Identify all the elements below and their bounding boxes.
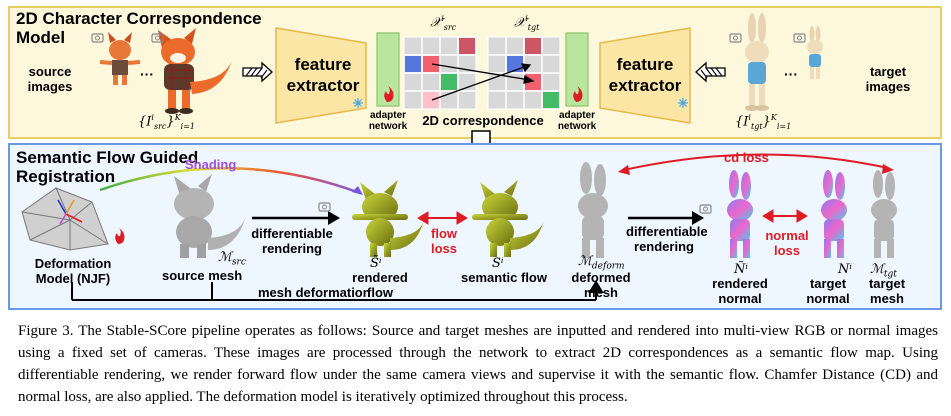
target-rabbit-large — [745, 13, 769, 111]
s-i-label: Sⁱ — [492, 256, 504, 271]
camera-icon — [729, 33, 742, 43]
adapter-network-left — [376, 32, 400, 107]
target-rabbit-small — [807, 26, 823, 79]
axis-gizmo — [57, 199, 83, 225]
camera-icon — [151, 33, 164, 43]
rendered-flow-label: rendered flow — [352, 270, 408, 300]
camera-icon — [91, 33, 104, 43]
camera-icon — [699, 204, 712, 214]
feature-extractor-right — [599, 27, 691, 124]
source-set-label: {Iisrc}Ki=1 — [138, 113, 196, 131]
source-mesh-label: source mesh — [162, 268, 243, 283]
x-tgt-label: 𝒳itgt — [514, 14, 540, 32]
semantic-flow-figure — [472, 180, 544, 257]
hatched-arrow-right — [695, 61, 726, 83]
source-mesh-figure — [174, 174, 246, 258]
mesh-deformation-label: mesh deformation — [258, 285, 371, 300]
registration-panel — [8, 143, 942, 310]
cd-loss-arrow — [618, 153, 894, 175]
snowflake-icon — [678, 98, 688, 108]
n-i-label: Nⁱ — [838, 262, 852, 277]
figure-caption: Figure 3. The Stable-SCore pipeline oper… — [18, 323, 938, 405]
rendered-flow-figure — [352, 180, 424, 257]
registration-title: Semantic Flow Guided Registration — [16, 148, 199, 186]
deformation-model-mesh — [21, 187, 109, 251]
target-set-label: {Iitgt}Ki=1 — [735, 113, 792, 131]
target-mesh-figure — [871, 170, 897, 258]
normal-loss-arrow — [762, 209, 808, 223]
feature-extractor-left — [275, 27, 367, 124]
arrow-diff-render-1 — [252, 211, 340, 225]
shading-arrowhead — [352, 186, 363, 195]
correspondence-arrows — [431, 63, 535, 101]
target-normal-figure — [821, 170, 847, 258]
m-deform-label: ℳdeform — [578, 254, 625, 272]
correspondence-label: 2D correspondence — [422, 113, 544, 128]
flame-icon — [115, 228, 125, 244]
n-tilde-label: Ñⁱ — [734, 262, 748, 277]
mesh-deformation-line — [71, 280, 604, 301]
x-src-label: 𝒳isrc — [430, 14, 457, 32]
source-fox-large — [158, 28, 232, 114]
source-fox-small — [99, 32, 141, 85]
arrow-diff-render-2 — [628, 211, 704, 225]
camera-icon — [793, 33, 806, 43]
m-src-label: ℳsrc — [218, 250, 246, 268]
correspondence-model-title: 2D Character Correspondence Model — [16, 9, 262, 47]
m-tgt-label: ℳtgt — [870, 262, 897, 280]
rendered-normal-figure — [727, 170, 753, 258]
cd-loss-label: cd loss — [724, 150, 769, 165]
flame-icon — [573, 86, 583, 102]
s-tilde-label: S̃ⁱ — [370, 256, 382, 271]
shading-curve — [99, 166, 361, 195]
deformed-mesh-label: deformed mesh — [571, 270, 631, 300]
flow-loss-arrow — [417, 211, 468, 225]
flame-icon — [384, 86, 394, 102]
ellipsis-right: ··· — [784, 66, 798, 82]
hatched-arrow-left — [242, 61, 273, 83]
snowflake-icon — [353, 98, 363, 108]
semantic-flow-label: semantic flow — [461, 270, 547, 285]
shading-label: Shading — [185, 157, 237, 172]
deformed-mesh-figure — [578, 162, 608, 258]
camera-icon — [318, 202, 331, 212]
adapter-network-right — [565, 32, 589, 107]
ellipsis-left: ··· — [140, 66, 154, 82]
target-feature-grid — [487, 36, 561, 110]
